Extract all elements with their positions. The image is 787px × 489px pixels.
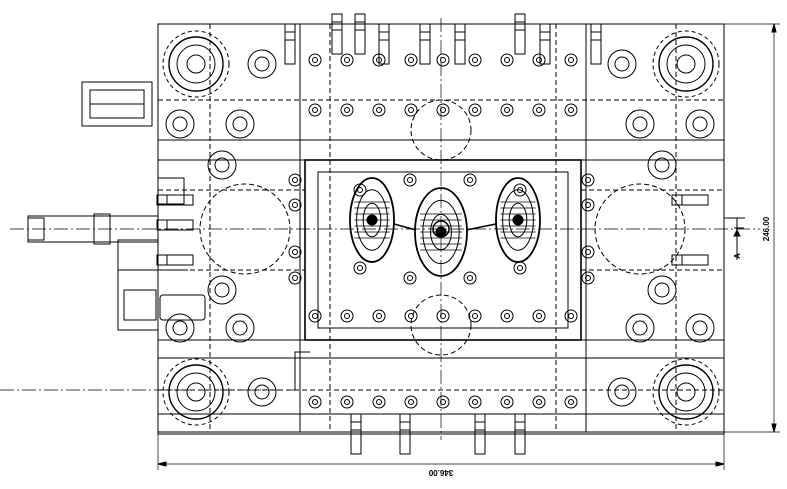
screw-hole xyxy=(340,309,354,323)
screw-hole xyxy=(288,198,302,212)
screw-hole xyxy=(500,103,514,117)
screw-hole xyxy=(463,271,477,285)
screw-hole xyxy=(404,103,418,117)
screw-hole xyxy=(372,309,386,323)
return-pin xyxy=(225,109,255,139)
guide-pillar xyxy=(162,358,230,426)
vertical-pin xyxy=(399,413,411,455)
width-dimension-label: 346.00 xyxy=(428,468,453,477)
screw-hole xyxy=(288,271,302,285)
return-pin xyxy=(647,275,677,305)
vertical-pin xyxy=(284,23,296,65)
cavity-core xyxy=(349,177,395,263)
screw-hole xyxy=(532,103,546,117)
screw-hole xyxy=(581,271,595,285)
runner-system xyxy=(393,220,497,238)
vertical-pin xyxy=(350,413,362,455)
horizontal-pin xyxy=(671,194,709,206)
screw-hole xyxy=(468,395,482,409)
vertical-pin xyxy=(378,23,390,65)
cavity-core xyxy=(414,187,468,277)
return-pin xyxy=(247,377,277,407)
screw-hole xyxy=(581,245,595,259)
screw-hole xyxy=(404,395,418,409)
screw-hole xyxy=(308,395,322,409)
vertical-pin xyxy=(419,23,431,65)
horizontal-pin xyxy=(156,254,194,266)
screw-hole xyxy=(500,395,514,409)
guide-pillar xyxy=(652,358,720,426)
cavity-insert xyxy=(304,159,582,341)
horizontal-pin xyxy=(156,219,194,231)
vertical-pin xyxy=(474,413,486,455)
screw-hole xyxy=(404,53,418,67)
return-pin xyxy=(607,377,637,407)
screw-hole xyxy=(308,309,322,323)
screw-hole xyxy=(500,309,514,323)
screw-hole xyxy=(564,53,578,67)
screw-hole xyxy=(372,103,386,117)
screw-hole xyxy=(468,309,482,323)
screw-hole xyxy=(403,271,417,285)
hydraulic-cylinder-block xyxy=(81,81,153,127)
screw-hole xyxy=(340,395,354,409)
vertical-pin xyxy=(354,13,366,55)
return-pin xyxy=(625,109,655,139)
return-pin xyxy=(247,49,277,79)
screw-hole xyxy=(500,53,514,67)
screw-hole xyxy=(468,103,482,117)
return-pin xyxy=(685,313,715,343)
section-marker-label: A xyxy=(733,253,742,259)
screw-hole xyxy=(463,173,477,187)
side-bracket xyxy=(117,239,159,331)
return-pin xyxy=(225,313,255,343)
screw-hole xyxy=(564,103,578,117)
screw-hole xyxy=(340,103,354,117)
vertical-pin xyxy=(539,23,551,65)
screw-hole xyxy=(308,103,322,117)
screw-hole xyxy=(372,395,386,409)
screw-hole xyxy=(564,309,578,323)
guide-pillar xyxy=(652,30,720,98)
guide-pillar xyxy=(162,30,230,98)
screw-hole xyxy=(288,173,302,187)
height-dimension-label: 246.00 xyxy=(762,216,771,241)
horizontal-pin xyxy=(156,194,194,206)
screw-hole xyxy=(436,103,450,117)
vertical-pin xyxy=(514,13,526,55)
screw-hole xyxy=(564,395,578,409)
horizontal-pin xyxy=(671,254,709,266)
return-pin xyxy=(207,275,237,305)
vertical-pin xyxy=(454,23,466,65)
vertical-pin xyxy=(331,13,343,55)
screw-hole xyxy=(532,395,546,409)
screw-hole xyxy=(404,309,418,323)
screw-hole xyxy=(468,53,482,67)
screw-hole xyxy=(436,53,450,67)
screw-hole xyxy=(513,261,527,275)
return-pin xyxy=(685,109,715,139)
return-pin xyxy=(165,313,195,343)
screw-hole xyxy=(532,309,546,323)
vertical-pin xyxy=(590,23,602,65)
screw-hole xyxy=(581,198,595,212)
cavity-core xyxy=(495,177,541,263)
screw-hole xyxy=(436,395,450,409)
return-pin xyxy=(207,150,237,180)
screw-hole xyxy=(340,53,354,67)
return-pin xyxy=(165,109,195,139)
screw-hole xyxy=(288,245,302,259)
screw-hole xyxy=(532,53,546,67)
screw-hole xyxy=(353,261,367,275)
screw-hole xyxy=(436,309,450,323)
return-pin xyxy=(607,49,637,79)
return-pin xyxy=(647,150,677,180)
screw-hole xyxy=(581,173,595,187)
screw-hole xyxy=(403,173,417,187)
vertical-pin xyxy=(514,413,526,455)
screw-hole xyxy=(308,53,322,67)
return-pin xyxy=(625,313,655,343)
